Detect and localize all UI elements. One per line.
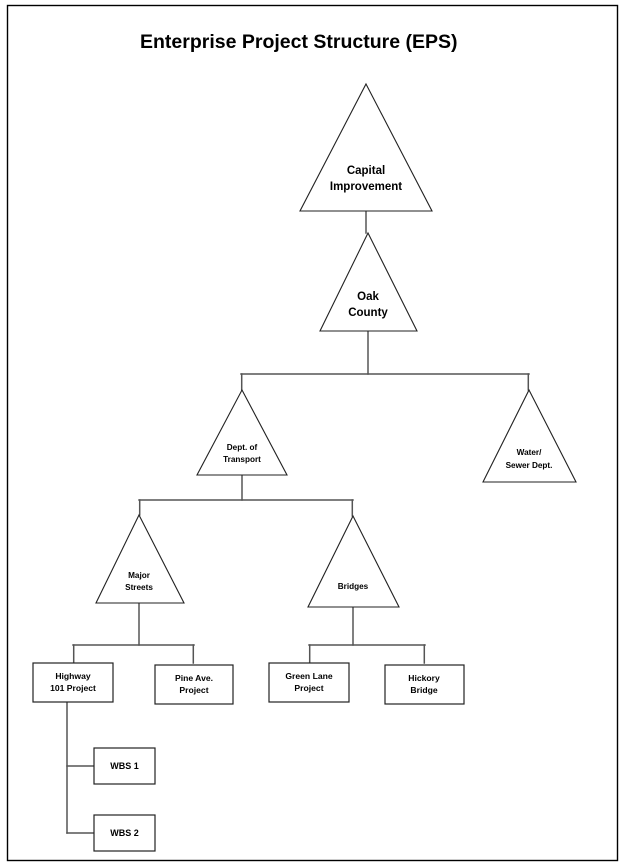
major-streets-label-line2: Streets xyxy=(125,583,153,592)
water-sewer-dept-triangle[interactable] xyxy=(482,388,577,483)
highway-101-project-box[interactable] xyxy=(32,662,114,703)
oak-county-label-line2: County xyxy=(348,307,388,319)
wbs-1-label: WBS 1 xyxy=(110,761,139,771)
node-capital-improvement[interactable]: Capital Improvement xyxy=(299,82,433,212)
capital-improvement-label-line1: Capital xyxy=(347,165,385,177)
bridges-triangle[interactable] xyxy=(307,514,400,608)
wbs-2-label: WBS 2 xyxy=(110,828,139,838)
major-streets-triangle[interactable] xyxy=(95,513,185,604)
node-green-lane-project[interactable]: Green Lane Project xyxy=(268,662,350,703)
oak-county-triangle[interactable] xyxy=(319,231,418,332)
dept-of-transport-label-line2: Transport xyxy=(223,455,261,464)
bridges-label-line1: Bridges xyxy=(338,582,369,591)
node-dept-of-transport[interactable]: Dept. of Transport xyxy=(196,388,288,476)
hickory-bridge-box[interactable] xyxy=(384,664,465,705)
highway-101-project-label-line2: 101 Project xyxy=(50,683,96,693)
node-hickory-bridge[interactable]: Hickory Bridge xyxy=(384,664,465,705)
water-sewer-dept-label-line1: Water/ xyxy=(517,448,542,457)
dept-of-transport-triangle[interactable] xyxy=(196,388,288,476)
hickory-bridge-label-line1: Hickory xyxy=(408,673,440,683)
node-pine-ave-project[interactable]: Pine Ave. Project xyxy=(154,664,234,705)
pine-ave-project-label-line2: Project xyxy=(179,685,208,695)
node-highway-101-project[interactable]: Highway 101 Project xyxy=(32,662,114,703)
node-oak-county[interactable]: Oak County xyxy=(319,231,418,332)
green-lane-project-box[interactable] xyxy=(268,662,350,703)
dept-of-transport-label-line1: Dept. of xyxy=(227,443,258,452)
oak-county-label-line1: Oak xyxy=(357,291,379,303)
water-sewer-dept-label-line2: Sewer Dept. xyxy=(506,461,553,470)
page-title: Enterprise Project Structure (EPS) xyxy=(140,31,458,53)
green-lane-project-label-line1: Green Lane xyxy=(285,671,333,681)
green-lane-project-label-line2: Project xyxy=(294,683,323,693)
node-bridges[interactable]: Bridges xyxy=(307,514,400,608)
hickory-bridge-label-line2: Bridge xyxy=(410,685,437,695)
connector-layer xyxy=(66,210,530,834)
wbs-2-box[interactable] xyxy=(93,814,156,852)
pine-ave-project-box[interactable] xyxy=(154,664,234,705)
node-major-streets[interactable]: Major Streets xyxy=(95,513,185,604)
highway-101-project-label-line1: Highway xyxy=(55,671,91,681)
node-water-sewer-dept[interactable]: Water/ Sewer Dept. xyxy=(482,388,577,483)
capital-improvement-label-line2: Improvement xyxy=(330,181,402,193)
capital-improvement-triangle[interactable] xyxy=(299,82,433,212)
wbs-1-box[interactable] xyxy=(93,747,156,785)
node-wbs-2[interactable]: WBS 2 xyxy=(93,814,156,852)
node-wbs-1[interactable]: WBS 1 xyxy=(93,747,156,785)
pine-ave-project-label-line1: Pine Ave. xyxy=(175,673,213,683)
major-streets-label-line1: Major xyxy=(128,571,151,580)
